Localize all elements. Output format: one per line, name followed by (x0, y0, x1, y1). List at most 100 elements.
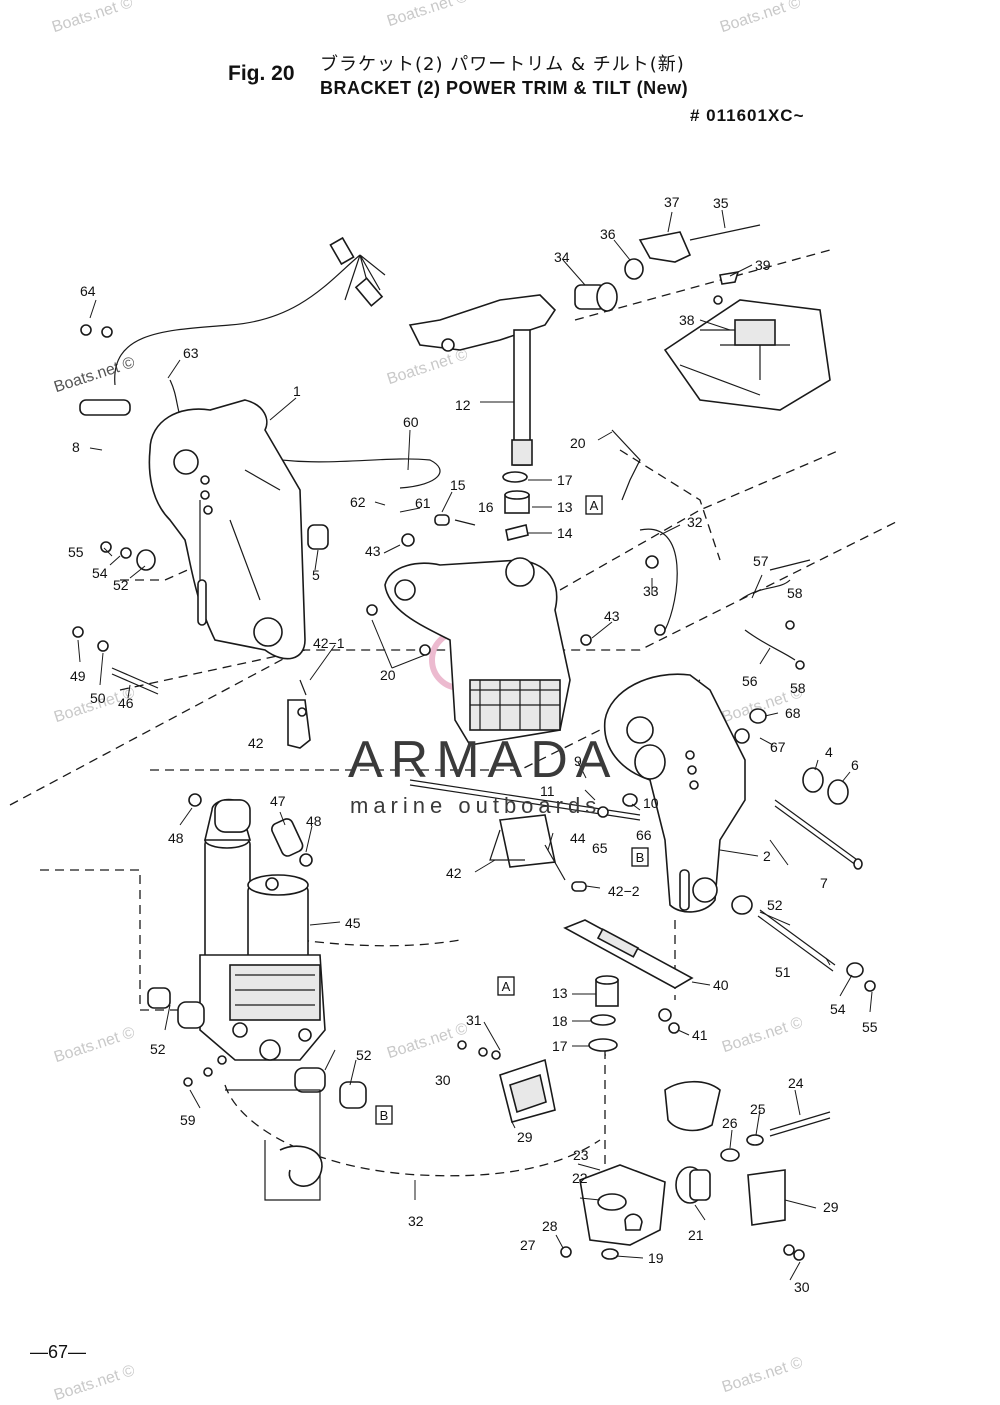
fasteners (72, 324, 876, 1261)
callout: 42−1 (313, 635, 345, 651)
serial-range: # 011601XC~ (690, 106, 805, 125)
callout: 21 (688, 1227, 704, 1243)
callout: 36 (600, 226, 616, 242)
callout: 20 (570, 435, 586, 451)
callout: 40 (713, 977, 729, 993)
callout: 27 (520, 1237, 536, 1253)
callout: 41 (692, 1027, 708, 1043)
figure-label: Fig. 20 (228, 62, 295, 85)
callout: 35 (713, 195, 729, 211)
callout: 60 (403, 414, 419, 430)
callout: 25 (750, 1101, 766, 1117)
tilt-lock-lever-right (489, 814, 587, 892)
callout: 2 (763, 848, 771, 864)
callout: 14 (557, 525, 573, 541)
callout: 17 (557, 472, 573, 488)
callout: 10 (643, 795, 659, 811)
callout: 42−2 (608, 883, 640, 899)
callout: 47 (270, 793, 286, 809)
callout: 7 (820, 875, 828, 891)
callout: 51 (775, 964, 791, 980)
callout: 5 (312, 567, 320, 583)
callout: 52 (150, 1041, 166, 1057)
callout: 42 (446, 865, 462, 881)
callout: 67 (770, 739, 786, 755)
swivel-bracket (384, 557, 571, 746)
reference-box-a: A (590, 498, 599, 513)
callout: 54 (830, 1001, 846, 1017)
callout: 52 (356, 1047, 372, 1063)
callout: 65 (592, 840, 608, 856)
callout: 28 (542, 1218, 558, 1234)
callout: 8 (72, 439, 80, 455)
callout: 55 (68, 544, 84, 560)
lower-bracket-assembly (499, 1058, 831, 1260)
callout: 45 (345, 915, 361, 931)
callout: 18 (552, 1013, 568, 1029)
callout: 32 (687, 514, 703, 530)
callout: 29 (517, 1129, 533, 1145)
stern-bracket-right (603, 673, 746, 913)
reference-box-a: A (502, 979, 511, 994)
callout: 15 (450, 477, 466, 493)
callout: 55 (862, 1019, 878, 1035)
callout: 49 (70, 668, 86, 684)
armada-brand-tagline: marine outboards (350, 793, 602, 818)
callout: 50 (90, 690, 106, 706)
callout: 61 (415, 495, 431, 511)
reference-box-b: B (380, 1108, 389, 1123)
callout: 59 (180, 1112, 196, 1128)
callout: 58 (790, 680, 806, 696)
callout: 56 (742, 673, 758, 689)
callout: 17 (552, 1038, 568, 1054)
callout: 24 (788, 1075, 804, 1091)
callout: 68 (785, 705, 801, 721)
callout: 33 (643, 583, 659, 599)
callout: 20 (380, 667, 396, 683)
callout: 52 (767, 897, 783, 913)
reference-boxes: A A B B (375, 495, 649, 1125)
callout: 39 (755, 257, 771, 273)
callout: 64 (80, 283, 96, 299)
callout: 30 (794, 1279, 810, 1295)
stopper-plate-40 (563, 919, 694, 989)
callout: 34 (554, 249, 570, 265)
callout: 57 (753, 553, 769, 569)
callout: 6 (851, 757, 859, 773)
leader-lines (77, 209, 873, 1281)
callout: 62 (350, 494, 366, 510)
callout: 31 (466, 1012, 482, 1028)
power-trim-tilt-unit (199, 798, 326, 1061)
callout: 26 (722, 1115, 738, 1131)
callout: 48 (306, 813, 322, 829)
stern-bracket-left (148, 399, 306, 660)
callout: 13 (557, 499, 573, 515)
callout: 66 (636, 827, 652, 843)
callout: 1 (293, 383, 301, 399)
reference-box-b: B (636, 850, 645, 865)
callout: 43 (365, 543, 381, 559)
armada-brand-watermark: ARMADA (348, 731, 619, 789)
callout: 54 (92, 565, 108, 581)
callout: 9 (574, 753, 582, 769)
callout: 63 (183, 345, 199, 361)
steering-arm-shaft (408, 294, 557, 466)
callout: 32 (408, 1213, 424, 1229)
callout: 29 (823, 1199, 839, 1215)
callout: 48 (168, 830, 184, 846)
upper-mount-parts (574, 224, 761, 312)
callout: 19 (648, 1250, 664, 1266)
engine-mount-38 (663, 299, 831, 411)
callout: 42 (248, 735, 264, 751)
callout: 38 (679, 312, 695, 328)
callout: 52 (113, 577, 129, 593)
callout: 37 (664, 194, 680, 210)
title-english: BRACKET (2) POWER TRIM & TILT (New) (320, 78, 689, 98)
title-japanese: ブラケット(2) パワートリム & チルト(新) (320, 54, 685, 75)
callout: 22 (572, 1170, 588, 1186)
page-number: —67— (30, 1342, 87, 1362)
callout: 43 (604, 608, 620, 624)
callout: 11 (540, 783, 555, 799)
